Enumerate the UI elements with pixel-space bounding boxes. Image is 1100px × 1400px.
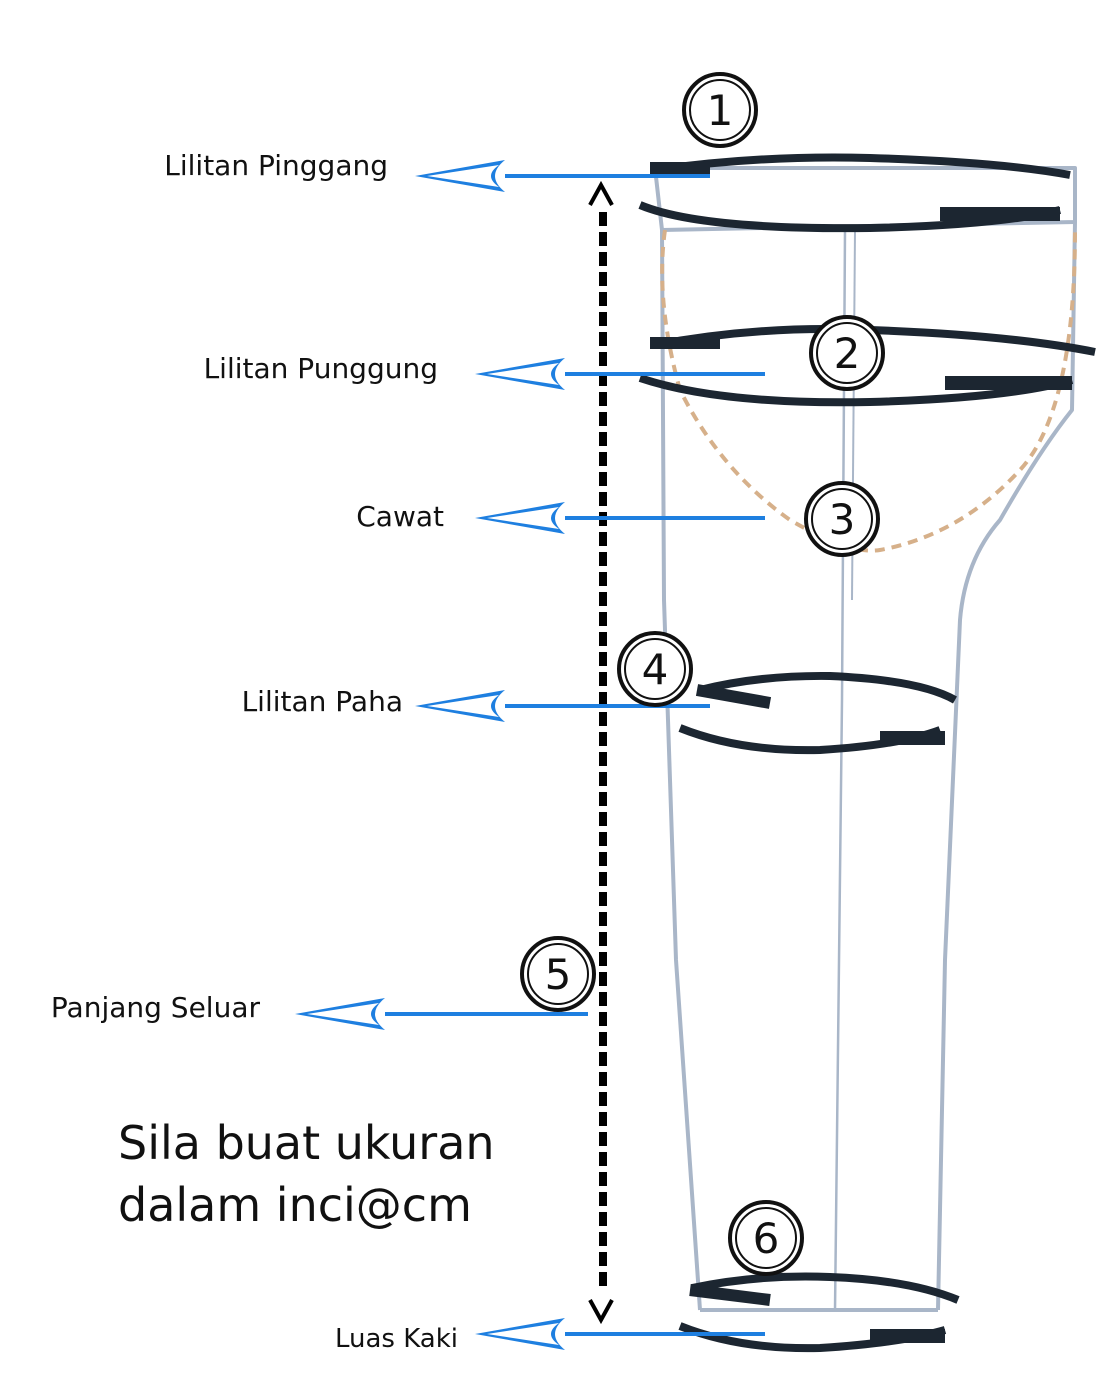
instruction-line-1: Sila buat ukuran (118, 1116, 495, 1170)
label-hip: Lilitan Punggung (204, 352, 438, 385)
pointer-leg-opening (475, 1318, 765, 1350)
badge-1-number: 1 (707, 86, 734, 135)
pointer-thigh (415, 690, 710, 722)
badge-4-number: 4 (642, 645, 669, 694)
pointer-crotch (475, 502, 765, 534)
label-thigh: Lilitan Paha (242, 685, 403, 718)
band-leg-opening (678, 1272, 960, 1353)
outer-leg-seam (660, 229, 702, 1311)
band-thigh (678, 671, 957, 755)
label-length: Panjang Seluar (51, 991, 261, 1024)
length-arrow-bottom (588, 1299, 614, 1325)
pointer-waist (415, 160, 710, 192)
band-waist (638, 153, 1071, 233)
label-leg-opening: Luas Kaki (335, 1324, 458, 1354)
length-arrow (588, 180, 614, 1325)
badge-5: 5 (520, 936, 596, 1012)
badge-3-number: 3 (829, 495, 856, 544)
instruction-text: Sila buat ukuran dalam inci@cm (118, 1112, 495, 1236)
label-waist: Lilitan Pinggang (164, 149, 388, 182)
length-arrow-top (588, 180, 614, 206)
pointer-length (295, 998, 588, 1030)
center-crease (833, 229, 847, 1311)
badge-2: 2 (809, 315, 885, 391)
badge-5-number: 5 (545, 950, 572, 999)
badge-2-number: 2 (834, 329, 861, 378)
badge-6-number: 6 (753, 1214, 780, 1263)
label-crotch: Cawat (356, 500, 444, 533)
pointer-hip (475, 358, 765, 390)
instruction-line-2: dalam inci@cm (118, 1178, 472, 1232)
badge-6: 6 (728, 1200, 804, 1276)
inner-leg-seam (936, 221, 1077, 1311)
badge-4: 4 (617, 631, 693, 707)
badge-3: 3 (804, 481, 880, 557)
badge-1: 1 (682, 72, 758, 148)
